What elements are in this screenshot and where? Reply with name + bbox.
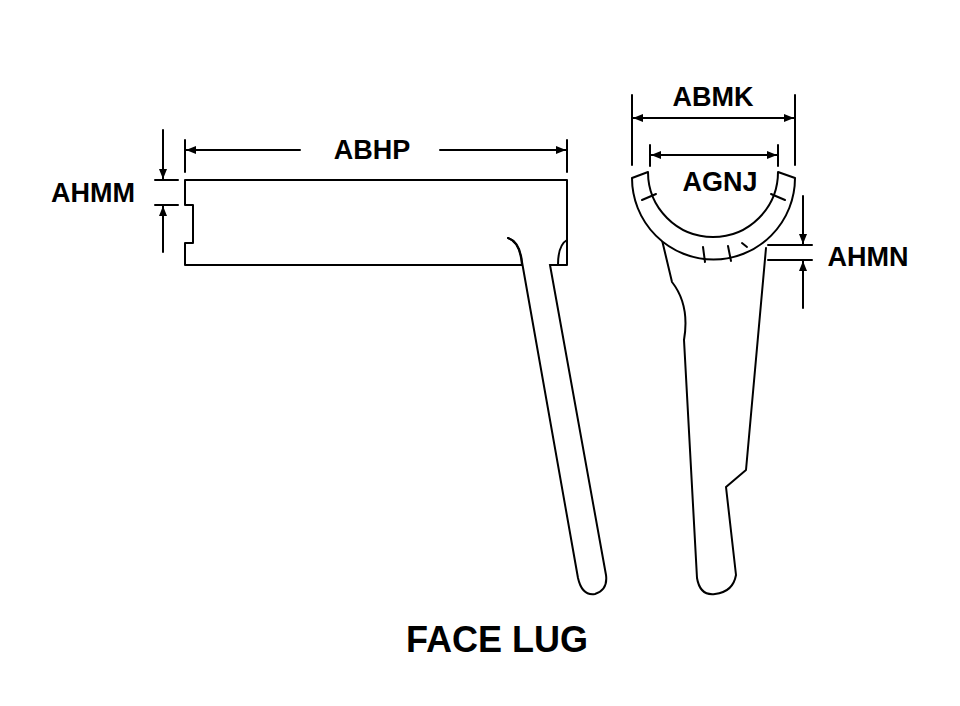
dimension-label: AHMM [51,180,135,207]
figure-caption: FACE LUG [406,622,588,658]
dimension-label: ABHP [334,137,411,164]
dimension-label: AGNJ [682,169,757,196]
dimension-label: AHMN [828,244,909,271]
dimension-label: ABMK [673,84,754,111]
